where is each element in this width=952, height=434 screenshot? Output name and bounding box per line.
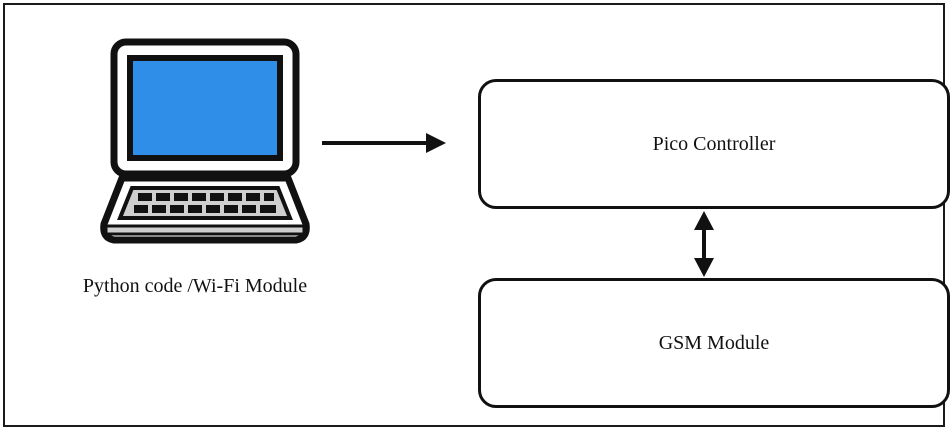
- arrow-pico-gsm-bidirectional: [694, 211, 714, 277]
- pico-controller-label: Pico Controller: [652, 132, 776, 155]
- arrow-laptop-to-pico: [322, 133, 446, 153]
- laptop-icon: [100, 38, 310, 244]
- pico-controller-box: Pico Controller: [478, 79, 950, 209]
- gsm-module-box: GSM Module: [478, 278, 950, 408]
- laptop-caption: Python code /Wi-Fi Module: [82, 275, 308, 297]
- gsm-module-label: GSM Module: [658, 331, 770, 354]
